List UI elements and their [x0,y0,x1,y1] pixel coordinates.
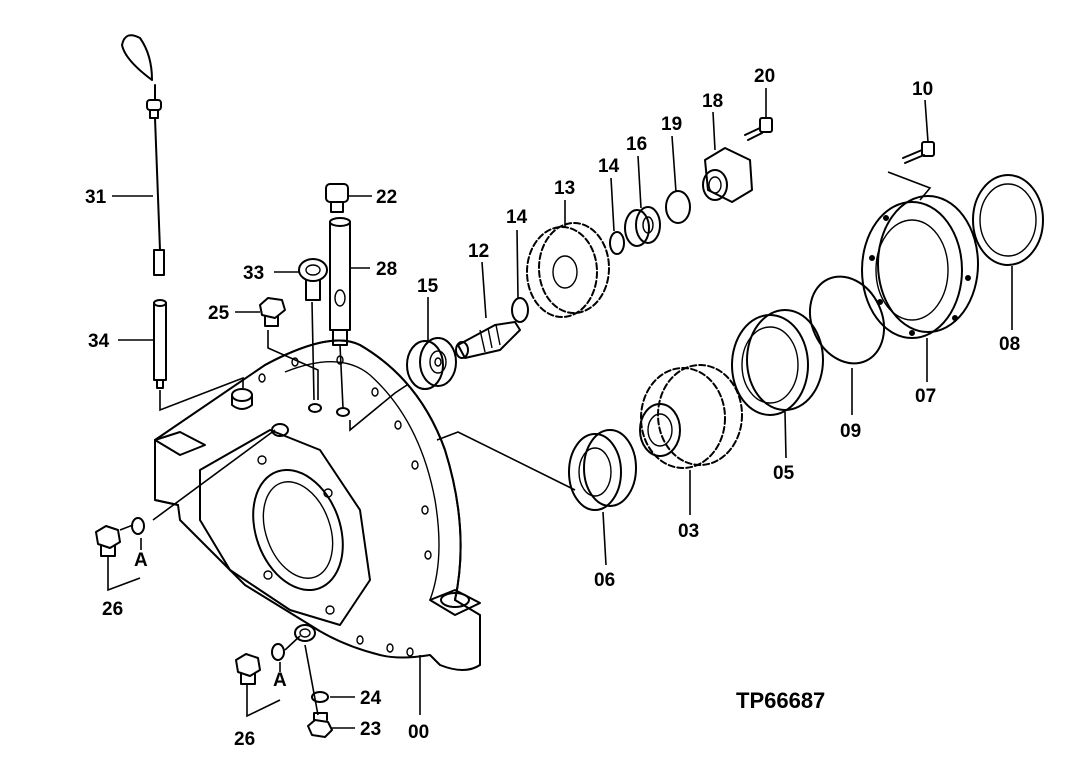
callout-09: 09 [840,421,861,442]
plug-part-25 [259,297,286,327]
dipstick-part-31 [121,34,165,276]
callout-03: 03 [678,521,699,542]
bolt-part-10 [902,141,935,164]
bearing-part-05 [731,309,824,416]
bearing-part-16 [624,206,661,247]
callout-07: 07 [915,386,936,407]
gear-part-13 [526,222,610,318]
callout-33: 33 [243,263,264,284]
detail-a-lower: A [273,670,287,691]
callout-20: 20 [754,66,775,87]
callout-08: 08 [999,334,1020,355]
callout-34: 34 [88,331,110,352]
callout-23: 23 [360,719,381,740]
bearing-part-15 [406,337,457,390]
callout-25: 25 [208,303,230,324]
housing-part-00 [154,339,481,671]
callout-31: 31 [85,187,107,208]
oring-part-19 [665,190,691,224]
tube-part-34 [153,299,167,389]
cap-part-22 [325,183,349,213]
leader-lines [107,88,1013,729]
callout-00: 00 [408,722,429,743]
bearing-part-06 [568,429,637,511]
seal-part-08 [972,174,1044,266]
eyebolt-part-33 [298,258,328,301]
oring-part-24 [311,691,329,703]
callout-10: 10 [912,79,933,100]
callout-13: 13 [554,178,575,199]
shaft-part-12 [455,321,521,359]
callout-14b: 14 [598,156,620,177]
callout-26a: 26 [102,599,123,620]
callout-15: 15 [417,276,439,297]
callout-28: 28 [376,259,397,280]
plug-part-26-lower [235,643,285,685]
bolt-part-20 [744,117,773,141]
snapring-part-14a [511,297,529,323]
callout-18: 18 [702,91,723,112]
callout-16: 16 [626,134,647,155]
callout-22: 22 [376,187,397,208]
callout-24: 24 [360,688,382,709]
drawing-reference: TP66687 [736,688,825,713]
cover-part-18 [702,147,753,203]
callout-19: 19 [661,114,682,135]
callout-05: 05 [773,463,795,484]
oring-part-09 [809,275,885,365]
snapring-part-14b [609,231,625,255]
callout-26b: 26 [234,729,255,750]
callout-12: 12 [468,241,489,262]
callout-14a: 14 [506,207,528,228]
callout-labels: 31 34 25 33 28 22 15 12 14 13 14 16 19 1… [85,66,1020,750]
detail-a-upper: A [134,550,148,571]
hub-part-03 [639,364,743,469]
breather-part-28 [329,217,351,346]
flange-part-07 [861,195,979,339]
callout-06: 06 [594,570,615,591]
plug-part-23 [307,712,333,738]
